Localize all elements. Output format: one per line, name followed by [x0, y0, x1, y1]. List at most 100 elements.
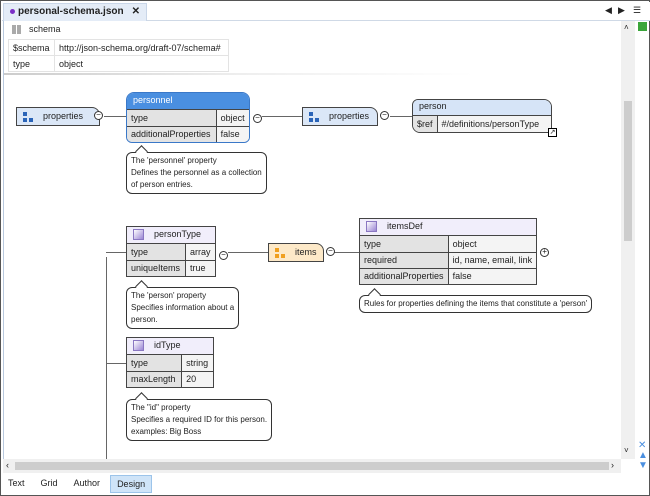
value-cell[interactable]: http://json-schema.org/draft-07/schema#	[54, 39, 229, 56]
scroll-down-icon[interactable]: ˅	[624, 446, 629, 455]
key-cell: $ref	[413, 116, 438, 132]
node-title: personnel	[127, 93, 249, 110]
collapse-icon[interactable]: −	[219, 251, 228, 260]
key-cell: additionalProperties	[360, 267, 449, 284]
modified-dot-icon	[10, 8, 15, 14]
node-title: person	[413, 100, 552, 116]
node-title: itemsDef	[387, 221, 423, 231]
prev-tab-icon[interactable]: ◀	[605, 5, 612, 15]
items-node[interactable]: items	[268, 243, 324, 262]
key-cell: type	[127, 355, 183, 371]
bottom-tabs: Text Grid Author Design	[2, 475, 156, 493]
type-icon	[366, 221, 377, 233]
scroll-left-icon[interactable]: ‹	[6, 460, 9, 470]
value-cell[interactable]: false	[216, 125, 249, 142]
properties-label: properties	[329, 111, 370, 121]
properties-label: properties	[43, 111, 84, 121]
divider	[4, 73, 474, 75]
tab-text[interactable]: Text	[8, 478, 25, 488]
close-icon[interactable]: ✕	[638, 440, 647, 451]
tab-personal-schema[interactable]: personal-schema.json ✕	[3, 3, 147, 21]
collapse-icon[interactable]: −	[94, 111, 103, 120]
node-title: personType	[154, 229, 202, 239]
properties-node[interactable]: properties	[302, 107, 378, 126]
properties-icon	[23, 112, 33, 122]
collapse-icon[interactable]: −	[326, 247, 335, 256]
expand-icon[interactable]: +	[540, 247, 550, 257]
value-cell[interactable]: #/definitions/personType	[437, 116, 552, 132]
scroll-thumb[interactable]	[624, 101, 632, 241]
side-controls: ✕▲▼	[638, 441, 648, 471]
schema-label: schema	[29, 24, 61, 34]
scroll-right-icon[interactable]: ›	[611, 460, 614, 470]
scroll-up-icon[interactable]: ˄	[624, 23, 629, 32]
itemsDef-tooltip: Rules for properties defining the items …	[359, 295, 593, 313]
person-node[interactable]: person $ref#/definitions/personType ↗	[412, 99, 558, 137]
table-row: $ref#/definitions/personType	[413, 116, 552, 132]
value-cell[interactable]: true	[185, 259, 215, 276]
next-tab-icon[interactable]: ▶	[618, 5, 625, 15]
key-cell: required	[360, 251, 449, 268]
items-icon	[275, 248, 285, 258]
properties-icon	[309, 112, 319, 122]
value-cell[interactable]: object	[54, 55, 229, 72]
value-cell[interactable]: object	[448, 236, 537, 252]
goto-reference-icon[interactable]: ↗	[548, 128, 558, 137]
tab-design[interactable]: Design	[110, 475, 153, 493]
tab-title: personal-schema.json	[18, 6, 124, 17]
collapse-icon[interactable]: −	[253, 113, 262, 123]
tab-author[interactable]: Author	[73, 478, 101, 488]
up-icon[interactable]: ▲	[638, 450, 648, 461]
vertical-scrollbar[interactable]: ˄ ˅	[621, 21, 635, 459]
node-title: idType	[154, 340, 181, 350]
tab-grid[interactable]: Grid	[40, 478, 58, 488]
grid-icon	[12, 25, 21, 35]
value-cell[interactable]: string	[181, 355, 213, 371]
type-icon	[133, 340, 144, 352]
value-cell[interactable]: object	[216, 110, 249, 126]
key-cell: $schema	[8, 39, 55, 56]
value-cell[interactable]: id, name, email, link	[448, 251, 537, 268]
schema-title: schema	[12, 24, 61, 35]
value-cell[interactable]: array	[185, 244, 215, 260]
key-cell: additionalProperties	[127, 125, 217, 142]
collapse-icon[interactable]: −	[380, 111, 389, 120]
close-tab-icon[interactable]: ✕	[131, 6, 140, 17]
key-cell: uniqueItems	[127, 259, 186, 276]
tab-bar: personal-schema.json ✕ ◀ ▶ ☰	[2, 2, 650, 21]
items-label: items	[295, 247, 317, 257]
key-cell: type	[127, 244, 186, 260]
key-cell: type	[8, 55, 55, 72]
value-cell[interactable]: 20	[181, 370, 213, 387]
status-ok-icon	[638, 22, 647, 31]
key-cell: maxLength	[127, 370, 183, 387]
value-cell[interactable]: false	[448, 267, 537, 284]
tab-menu-icon[interactable]: ☰	[633, 5, 642, 15]
key-cell: type	[127, 110, 217, 126]
down-icon[interactable]: ▼	[638, 460, 648, 471]
type-icon	[133, 229, 144, 241]
properties-node[interactable]: properties	[16, 107, 100, 126]
horizontal-scrollbar[interactable]: ‹ ›	[3, 459, 621, 473]
key-cell: type	[360, 236, 449, 252]
scroll-thumb[interactable]	[15, 462, 609, 470]
